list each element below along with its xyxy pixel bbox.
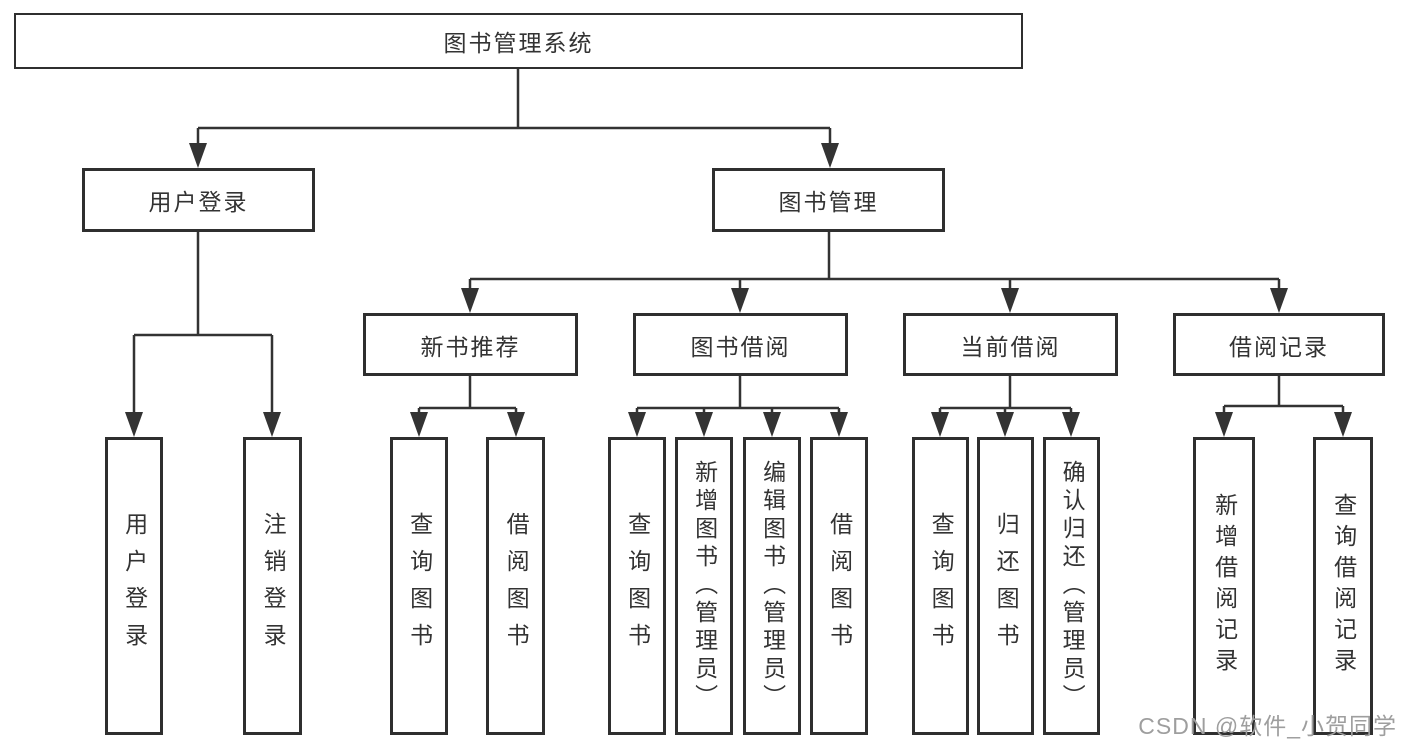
node-leaf-return-books: 归还图书	[977, 437, 1034, 735]
node-leaf-add-borrow-record: 新增借阅记录	[1193, 437, 1255, 735]
node-label: 借阅图书	[503, 512, 530, 660]
node-current-borrowing: 当前借阅	[903, 313, 1118, 376]
node-book-borrowing: 图书借阅	[633, 313, 848, 376]
csdn-watermark: CSDN @软件_小贺同学	[1138, 713, 1397, 739]
node-leaf-confirm-return-admin: 确认归还（管理员）	[1043, 437, 1100, 735]
node-label: 查询图书	[624, 512, 651, 660]
node-label: 编辑图书（管理员）	[759, 460, 786, 712]
node-borrowing-records: 借阅记录	[1173, 313, 1385, 376]
node-leaf-query-books-current: 查询图书	[912, 437, 969, 735]
node-label: 注销登录	[260, 512, 287, 660]
node-user-login: 用户登录	[82, 168, 315, 232]
node-leaf-query-books-borrowing: 查询图书	[608, 437, 666, 735]
node-label: 查询图书	[406, 512, 433, 660]
node-label: 用户登录	[121, 512, 148, 660]
node-leaf-user-login: 用户登录	[105, 437, 163, 735]
node-label: 新增借阅记录	[1211, 493, 1238, 679]
node-label: 新增图书（管理员）	[691, 460, 718, 712]
node-new-book-recommend: 新书推荐	[363, 313, 578, 376]
node-leaf-borrow-books: 借阅图书	[810, 437, 868, 735]
node-book-management: 图书管理	[712, 168, 945, 232]
node-library-system: 图书管理系统	[14, 13, 1023, 69]
node-label: 确认归还（管理员）	[1059, 460, 1086, 712]
node-leaf-add-book-admin: 新增图书（管理员）	[675, 437, 733, 735]
node-label: 借阅图书	[826, 512, 853, 660]
node-label: 查询图书	[928, 512, 955, 660]
node-leaf-borrow-books-recommend: 借阅图书	[486, 437, 545, 735]
node-label: 归还图书	[993, 512, 1020, 660]
node-leaf-query-borrow-record: 查询借阅记录	[1313, 437, 1373, 735]
arrowhead-icons	[125, 143, 1352, 437]
node-label: 查询借阅记录	[1330, 493, 1357, 679]
node-leaf-logout: 注销登录	[243, 437, 302, 735]
node-leaf-query-books-recommend: 查询图书	[390, 437, 448, 735]
node-leaf-edit-book-admin: 编辑图书（管理员）	[743, 437, 801, 735]
